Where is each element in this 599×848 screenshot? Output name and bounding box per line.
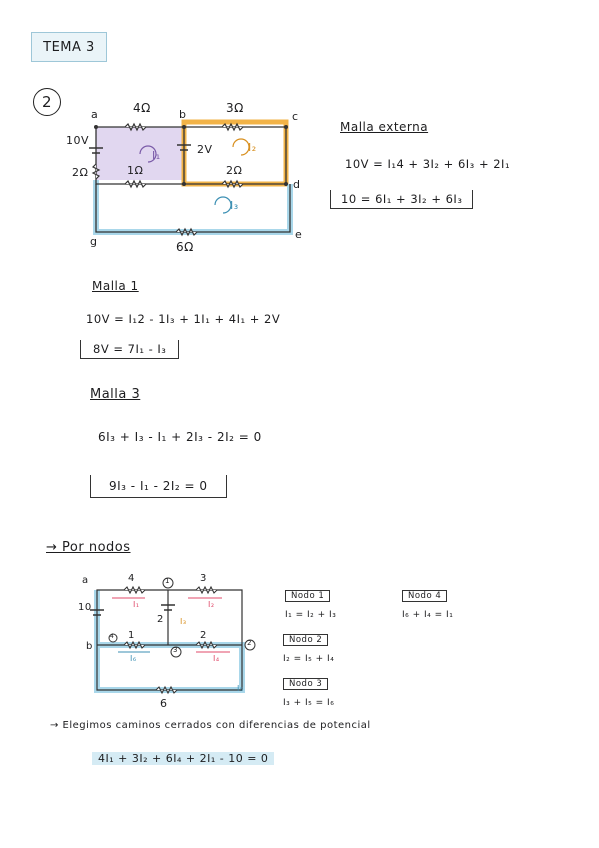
source-label-middle: 2V xyxy=(197,143,213,156)
node-label-e: e xyxy=(295,228,303,241)
current-label-i3: I₃ xyxy=(230,199,239,212)
tema-label: TEMA 3 xyxy=(31,32,107,62)
node2-label-3: 3 xyxy=(173,646,178,654)
node2-current-i6: I₆ xyxy=(130,654,137,663)
por-nodos-note: → Elegimos caminos cerrados con diferenc… xyxy=(50,720,371,731)
node2-resistor-6: 6 xyxy=(160,697,168,710)
node-label-b: b xyxy=(179,108,187,121)
resistor-label-ab: 4Ω xyxy=(133,101,151,115)
nodo-1-label: Nodo 1 xyxy=(285,590,331,602)
node2-label-4: 4 xyxy=(110,633,115,640)
nodo-1-eq: I₁ = I₂ + I₃ xyxy=(285,610,337,620)
resistor-label-left-mid: 1Ω xyxy=(127,164,144,177)
nodo-3-block: Nodo 3 I₃ + I₅ = I₆ xyxy=(283,671,334,708)
node2-resistor-2: 2 xyxy=(200,630,207,641)
malla-externa-eq2: 10 = 6I₁ + 3I₂ + 6I₃ xyxy=(330,190,474,209)
node2-current-i2: I₂ xyxy=(208,600,215,609)
malla-3-eq2: 9I₃ - I₁ - 2I₂ = 0 xyxy=(90,475,227,498)
node2-current-i1: I₁ xyxy=(133,600,140,609)
node2-current-i4: I₄ xyxy=(213,654,220,663)
nodo-2-label: Nodo 2 xyxy=(283,634,329,646)
nodo-4-eq: I₆ + I₄ = I₁ xyxy=(402,610,454,620)
nodo-1-block: Nodo 1 I₁ = I₂ + I₃ xyxy=(285,583,336,620)
node2-label-a: a xyxy=(82,575,89,586)
resistor-label-right-mid: 2Ω xyxy=(226,164,243,177)
nodo-4-label: Nodo 4 xyxy=(402,590,448,602)
nodo-3-label: Nodo 3 xyxy=(283,678,329,690)
malla-1-title: Malla 1 xyxy=(92,279,139,293)
nodo-4-block: Nodo 4 I₆ + I₄ = I₁ xyxy=(402,583,453,620)
node2-resistor-2b: 2 xyxy=(157,614,164,625)
current-label-i2: I₂ xyxy=(248,141,257,154)
node-label-d: d xyxy=(293,178,301,191)
node2-source-10: 10 xyxy=(78,602,92,613)
node2-resistor-3: 3 xyxy=(200,573,207,584)
resistor-label-bc: 3Ω xyxy=(226,101,244,115)
current-label-i1: I₁ xyxy=(152,149,161,162)
node-label-a: a xyxy=(91,108,99,121)
node-label-c: c xyxy=(292,110,299,123)
malla-3-title: Malla 3 xyxy=(90,387,141,402)
malla-externa-title: Malla externa xyxy=(340,120,429,134)
nodo-2-block: Nodo 2 I₂ = I₅ + I₄ xyxy=(283,627,334,664)
malla-3-eq1: 6I₃ + I₃ - I₁ + 2I₃ - 2I₂ = 0 xyxy=(98,430,262,444)
node2-current-i5: I₅ xyxy=(237,684,244,693)
por-nodos-final-eq: 4I₁ + 3I₂ + 6I₄ + 2I₁ - 10 = 0 xyxy=(92,752,275,765)
malla-1-eq1: 10V = I₁2 - 1I₃ + 1I₁ + 4I₁ + 2V xyxy=(86,312,281,326)
node2-label-2: 2 xyxy=(247,639,252,647)
node2-resistor-4: 4 xyxy=(128,573,135,584)
nodo-2-eq: I₂ = I₅ + I₄ xyxy=(283,654,335,664)
malla-externa-eq1: 10V = I₁4 + 3I₂ + 6I₃ + 2I₁ xyxy=(345,157,511,171)
node2-current-i3: I₃ xyxy=(180,617,187,626)
malla-1-eq2: 8V = 7I₁ - I₃ xyxy=(80,340,180,359)
resistor-label-left: 2Ω xyxy=(72,166,89,179)
nodo-3-eq: I₃ + I₅ = I₆ xyxy=(283,698,335,708)
node2-resistor-1: 1 xyxy=(128,630,135,641)
node2-label-b: b xyxy=(86,641,93,652)
node-label-g: g xyxy=(90,235,98,248)
resistor-label-bottom: 6Ω xyxy=(176,240,194,254)
source-label-left: 10V xyxy=(66,134,90,147)
node2-label-1: 1 xyxy=(165,577,170,585)
problem-number: 2 xyxy=(33,88,61,116)
por-nodos-title: → Por nodos xyxy=(46,540,131,555)
